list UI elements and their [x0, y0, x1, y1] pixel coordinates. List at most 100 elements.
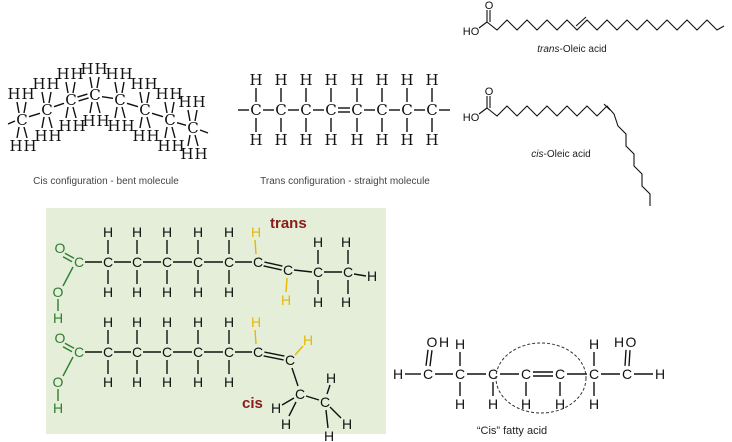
bond — [72, 106, 77, 119]
atom-h: H — [341, 234, 351, 250]
atom-h: H — [94, 60, 107, 78]
atom-h: H — [350, 131, 363, 149]
atom-h: H — [393, 366, 403, 382]
atom-h: H — [224, 224, 234, 240]
bond — [429, 350, 433, 367]
atom-h: H — [103, 314, 113, 330]
atom-h: H — [46, 75, 59, 93]
bond — [293, 269, 313, 273]
atom-c: C — [622, 366, 632, 382]
cis-fatty-acid-caption: “Cis” fatty acid — [477, 425, 547, 437]
bond — [288, 401, 297, 417]
atom-h: H — [132, 127, 145, 145]
bond — [48, 91, 52, 104]
bond — [48, 116, 53, 129]
bond — [171, 101, 175, 114]
bond — [281, 397, 295, 406]
bond — [16, 101, 20, 114]
atom-c: C — [224, 344, 234, 360]
atom-h: H — [132, 374, 142, 390]
atom-h: H — [192, 93, 205, 111]
atom-h: H — [162, 284, 172, 300]
bond — [62, 346, 73, 353]
oxygen-atom: O — [55, 330, 66, 346]
cis-oleic-o-label: O — [485, 86, 494, 98]
atom-h: H — [9, 137, 22, 155]
atom-h: H — [119, 65, 132, 83]
bond — [254, 329, 257, 345]
atom-h: H — [271, 400, 281, 416]
bond — [285, 277, 288, 293]
trans-oleic-caption: trans-Oleic acid — [537, 44, 606, 55]
atom-h: H — [180, 145, 193, 163]
bond — [139, 116, 143, 129]
atom-c: C — [283, 262, 293, 278]
atom-h: H — [589, 396, 599, 412]
atom-c: C — [132, 254, 142, 270]
atom-h: H — [193, 224, 203, 240]
bond — [624, 349, 627, 366]
atom-h: H — [326, 370, 336, 386]
atom-h: H — [455, 336, 465, 352]
atom-h: H — [439, 334, 449, 350]
bond — [291, 367, 299, 387]
atom-h: H — [224, 374, 234, 390]
atom-h: H — [82, 112, 95, 130]
hydrogen-atom-highlight: H — [303, 332, 313, 348]
oxygen-atom: O — [53, 284, 64, 300]
atom-h: H — [299, 71, 312, 89]
atom-h: H — [614, 334, 624, 350]
atom-h: H — [103, 284, 113, 300]
bond — [16, 126, 20, 139]
oxygen-atom: O — [53, 374, 64, 390]
atom-h: H — [169, 85, 182, 103]
bond — [263, 265, 282, 271]
atom-c: C — [139, 101, 150, 119]
bond — [254, 239, 257, 255]
atom-c: C — [193, 254, 203, 270]
atom-h: H — [32, 75, 45, 93]
atom-h: H — [455, 396, 465, 412]
atom-h: H — [350, 71, 363, 89]
atom-h: H — [313, 234, 323, 250]
atom-h: H — [144, 75, 157, 93]
atom-h: H — [193, 284, 203, 300]
bond — [425, 349, 429, 366]
atom-h: H — [655, 366, 665, 382]
atom-h: H — [155, 85, 168, 103]
bond — [23, 101, 27, 114]
bond — [62, 256, 73, 263]
bond — [264, 261, 283, 267]
atom-o: O — [427, 334, 438, 350]
bond — [353, 273, 367, 277]
bond — [146, 116, 151, 129]
hydrogen-atom-highlight: H — [281, 292, 291, 308]
bond — [294, 345, 304, 356]
cis-oleic-skeletal — [478, 96, 651, 206]
cis-double-bond-highlight — [495, 342, 587, 414]
bond — [89, 76, 93, 89]
bond — [263, 355, 284, 361]
atom-c: C — [132, 344, 142, 360]
atom-h: H — [107, 117, 120, 135]
atom-c: C — [488, 366, 498, 382]
trans-oleic-ho-label: HO — [463, 26, 480, 38]
bond — [139, 91, 143, 104]
atom-c: C — [343, 264, 353, 280]
trans-oleic-skeletal — [478, 10, 725, 31]
atom-c: C — [521, 366, 531, 382]
atom-h: H — [178, 93, 191, 111]
bond — [101, 95, 114, 100]
atom-h: H — [425, 71, 438, 89]
atom-c: C — [103, 344, 113, 360]
atom-h: H — [375, 71, 388, 89]
atom-h: H — [132, 314, 142, 330]
atom-c: C — [300, 101, 311, 119]
atom-c: C — [325, 101, 336, 119]
atom-h: H — [58, 117, 71, 135]
atom-h: H — [488, 396, 498, 412]
atom-h: H — [224, 284, 234, 300]
trans-oleic-o-label: O — [485, 0, 494, 12]
